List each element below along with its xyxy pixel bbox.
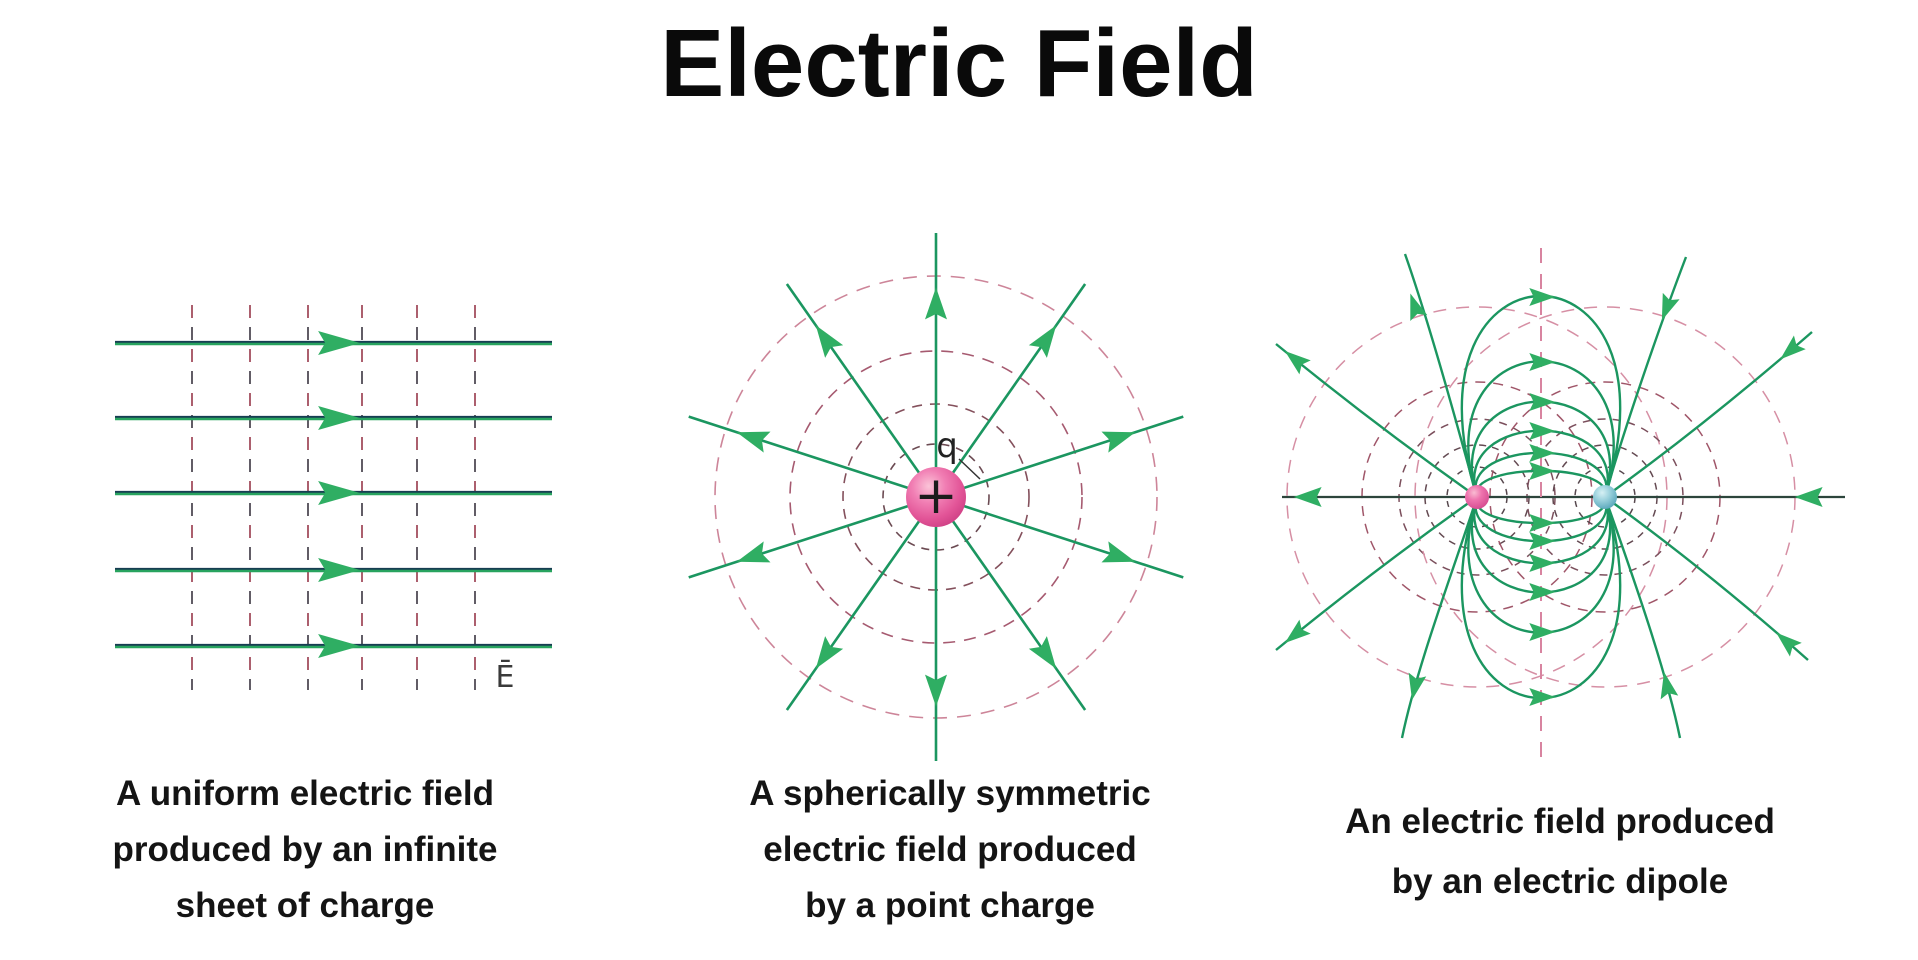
loop-arrow-icon (1529, 353, 1556, 371)
loop-arrow-icon (1529, 688, 1556, 706)
loop-arrow-icon (1529, 393, 1556, 411)
loop-arrow-icon (1529, 514, 1556, 532)
loop-arrow-icon (1529, 288, 1556, 306)
outward-arrow-icon (1101, 431, 1136, 453)
loop-arrow-icon (1529, 444, 1556, 462)
label-leader-line (958, 458, 981, 480)
dipole-outer-line (1275, 343, 1478, 498)
field-arrow-icon (1408, 672, 1427, 700)
outward-arrow-icon (1028, 325, 1057, 358)
field-arrow-icon (1284, 351, 1311, 375)
field-arrow-icon (1776, 632, 1802, 657)
caption-line: An electric field produced (1345, 802, 1775, 841)
field-arrow-icon (1410, 293, 1428, 321)
right-arrow-icon (318, 406, 361, 430)
right-arrow-icon (318, 558, 361, 582)
outward-arrow-icon (925, 287, 947, 320)
field-line (785, 496, 938, 711)
plus-sign-label: + (914, 466, 958, 526)
equipotential-circle (789, 350, 1083, 644)
positive-charge (1465, 485, 1489, 509)
field-arrow-icon (1661, 292, 1680, 321)
field-line (688, 495, 937, 579)
outward-arrow-icon (925, 674, 947, 707)
dipole-field-diagram (1235, 185, 1905, 790)
e-field-label: Ē (496, 659, 515, 695)
axis-arrow-icon (1794, 487, 1823, 507)
outward-arrow-icon (736, 541, 771, 563)
negative-charge (1593, 485, 1617, 509)
caption-line: A uniform electric field (116, 774, 494, 813)
dipole-outer-line (1604, 331, 1813, 498)
caption-point-charge: A spherically symmetric electric field p… (645, 766, 1255, 934)
loop-arrow-icon (1529, 623, 1556, 641)
loop-arrow-icon (1529, 462, 1556, 480)
uniform-field-svg: Ē (115, 305, 552, 695)
outward-arrow-icon (736, 431, 771, 453)
right-arrow-icon (318, 331, 361, 355)
outward-arrow-icon (815, 636, 844, 669)
point-charge-svg: +q (688, 233, 1184, 761)
field-line (688, 415, 937, 499)
caption-dipole: An electric field produced by an electri… (1265, 792, 1855, 912)
dipole-outer-line (1403, 253, 1479, 498)
field-line (934, 283, 1087, 498)
axis-arrow-icon (1293, 487, 1322, 507)
caption-line: electric field produced (763, 830, 1137, 869)
field-arrow-icon (1660, 672, 1679, 700)
page-title: Electric Field (660, 10, 1258, 117)
outward-arrow-icon (815, 325, 844, 358)
dipole-outer-line (1603, 496, 1682, 739)
equipotential-circle (882, 443, 990, 551)
caption-line: sheet of charge (175, 886, 435, 925)
loop-arrow-icon (1529, 583, 1556, 601)
positive-point-charge (906, 467, 966, 527)
field-line (934, 496, 1087, 711)
outward-arrow-icon (1101, 541, 1136, 563)
field-arrow-icon (1780, 335, 1806, 360)
loop-arrow-icon (1529, 554, 1556, 572)
dipole-outer-line (1275, 496, 1478, 651)
caption-line: by a point charge (805, 886, 1095, 925)
field-line (785, 283, 938, 498)
loop-arrow-icon (1529, 422, 1556, 440)
dipole-outer-line (1604, 496, 1809, 661)
uniform-field-diagram: Ē (100, 225, 580, 710)
outward-arrow-icon (1028, 636, 1057, 669)
caption-uniform-field: A uniform electric field produced by an … (20, 766, 590, 934)
right-arrow-icon (318, 634, 361, 658)
loop-arrow-icon (1529, 532, 1556, 550)
point-charge-field-diagram: +q (656, 217, 1216, 782)
caption-line: produced by an infinite (112, 830, 498, 869)
right-arrow-icon (318, 481, 361, 505)
dipole-svg (1275, 248, 1845, 768)
dipole-outer-line (1603, 256, 1688, 498)
caption-line: A spherically symmetric (749, 774, 1151, 813)
field-line (935, 495, 1184, 579)
charge-label: q (936, 426, 958, 466)
field-arrow-icon (1284, 619, 1311, 643)
dipole-outer-line (1400, 496, 1479, 739)
field-line (935, 415, 1184, 499)
caption-line: by an electric dipole (1391, 862, 1729, 901)
